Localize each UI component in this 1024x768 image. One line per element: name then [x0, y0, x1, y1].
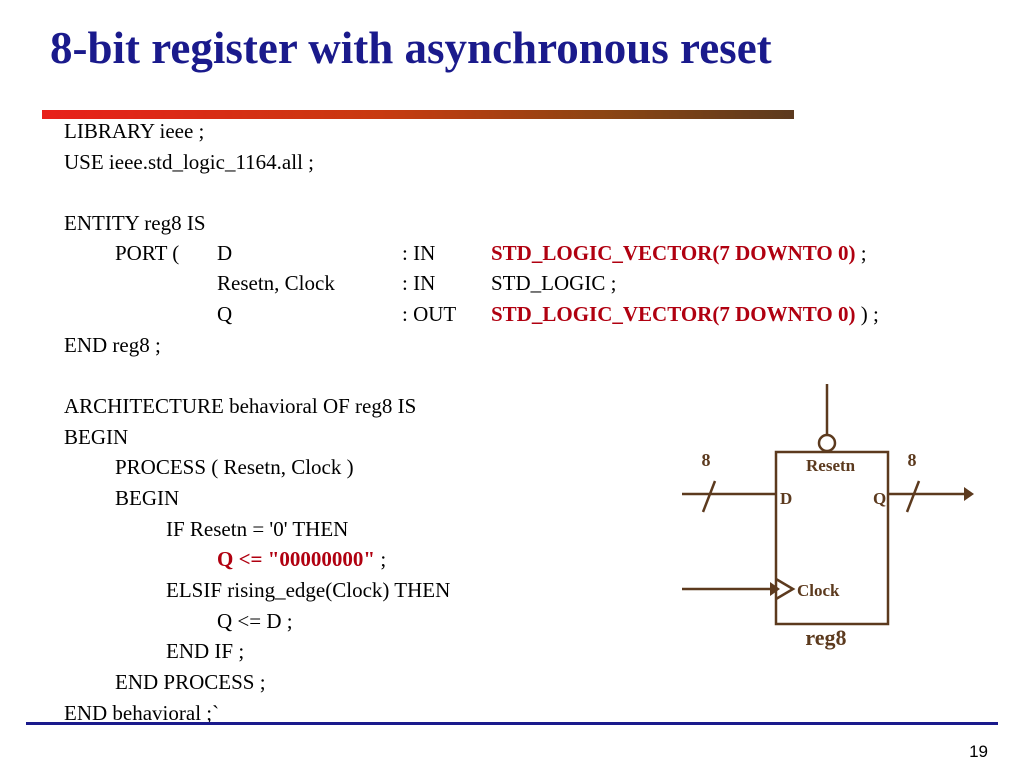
port-terminator: ) ; [855, 302, 879, 326]
port-direction: : IN [402, 241, 436, 265]
title-underline-bar [42, 110, 794, 119]
port-type: STD_LOGIC_VECTOR(7 DOWNTO 0) ) ; [491, 299, 879, 329]
code-text: PROCESS ( Resetn, Clock ) [115, 455, 354, 479]
block-name-label: reg8 [805, 625, 846, 650]
q-bus-width-label: 8 [908, 450, 917, 470]
code-text: ELSIF rising_edge(Clock) THEN [166, 578, 451, 602]
clock-input-arrowhead [770, 582, 780, 596]
d-pin-label: D [780, 489, 792, 508]
resetn-inversion-bubble [817, 433, 837, 453]
code-text: BEGIN [64, 425, 129, 449]
resetn-pin-label: Resetn [806, 456, 856, 475]
code-text: USE ieee.std_logic_1164.all ; [64, 150, 315, 174]
highlighted-type: STD_LOGIC_VECTOR(7 DOWNTO 0) [491, 241, 856, 265]
code-text: END IF ; [166, 639, 245, 663]
port-terminator: ; [855, 241, 867, 265]
q-output-arrowhead [964, 487, 974, 501]
highlighted-assignment: Q <= "00000000" [217, 547, 376, 571]
d-bus-width-slash [701, 480, 717, 513]
register-box [774, 450, 890, 626]
port-name: Resetn, Clock [217, 271, 335, 295]
code-text: END reg8 ; [64, 333, 161, 357]
clock-edge-symbol [775, 577, 796, 601]
slide-title: 8-bit register with asynchronous reset [50, 23, 772, 73]
code-text: END behavioral ;` [64, 701, 220, 725]
port-type: STD_LOGIC ; [491, 271, 617, 295]
footer-rule [26, 722, 998, 725]
q-bus-width-slash [905, 480, 921, 513]
port-type: STD_LOGIC_VECTOR(7 DOWNTO 0) ; [491, 238, 867, 268]
code-text: ARCHITECTURE behavioral OF reg8 IS [64, 394, 417, 418]
code-text: ENTITY reg8 IS [64, 211, 206, 235]
clock-pin-label: Clock [797, 581, 840, 600]
code-text: IF Resetn = '0' THEN [166, 517, 349, 541]
code-text: Q <= D ; [217, 609, 293, 633]
code-text: Q <= "00000000" ; [217, 544, 386, 574]
port-name: Q [217, 302, 233, 326]
highlighted-type: STD_LOGIC_VECTOR(7 DOWNTO 0) [491, 302, 856, 326]
port-direction: : OUT [402, 302, 457, 326]
q-pin-label: Q [873, 489, 886, 508]
port-open-keyword: PORT ( [115, 241, 180, 265]
page-number: 19 [969, 742, 988, 761]
code-text: LIBRARY ieee ; [64, 119, 205, 143]
code-text: END PROCESS ; [115, 670, 266, 694]
d-bus-width-label: 8 [702, 450, 711, 470]
port-name: D [217, 241, 233, 265]
statement-terminator: ; [375, 547, 387, 571]
port-direction: : IN [402, 271, 436, 295]
code-text: BEGIN [115, 486, 180, 510]
